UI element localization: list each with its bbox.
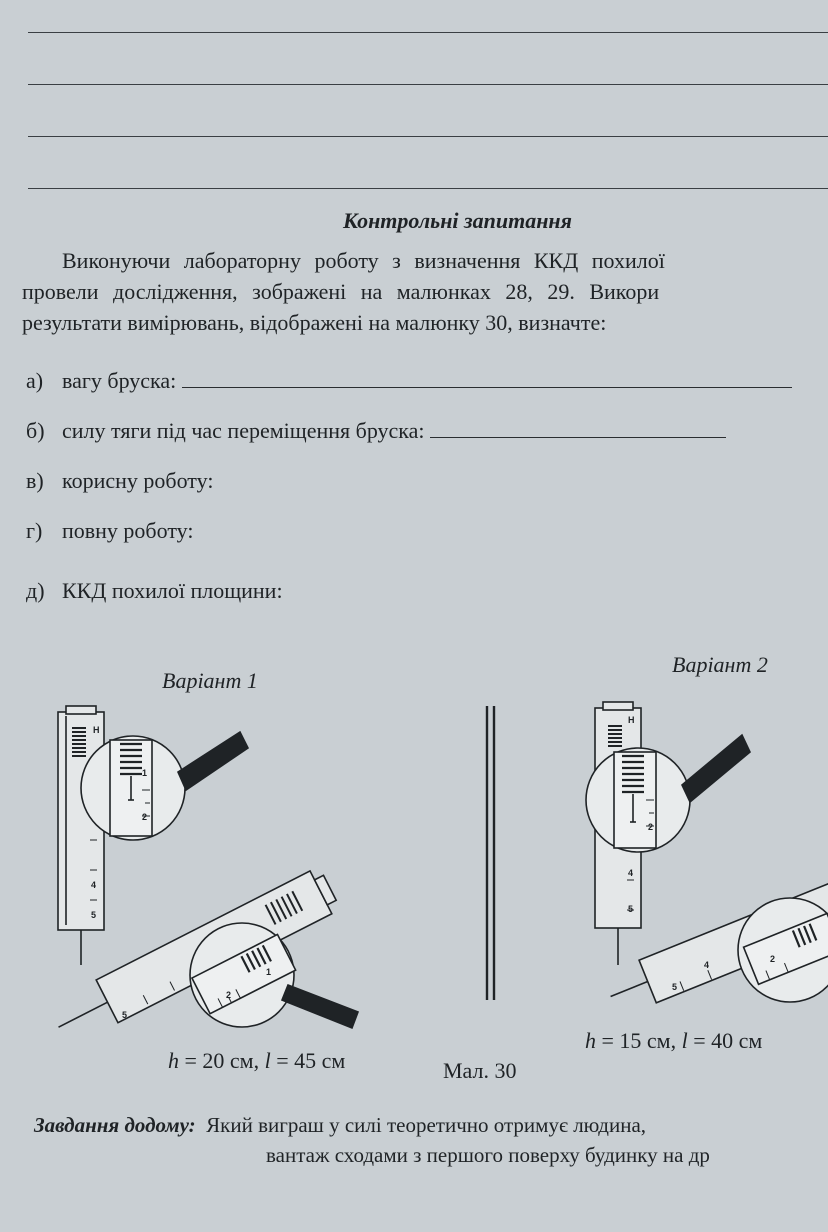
question-c-text: корисну роботу: — [62, 468, 214, 493]
v1-scale-label-4: 4 — [91, 880, 96, 890]
homework-label: Завдання додому: — [34, 1113, 196, 1137]
v2-l-value: = 40 см — [687, 1028, 763, 1053]
question-a: а) вагу бруска: — [26, 368, 792, 394]
v1-scale-label-5: 5 — [91, 910, 96, 920]
question-a-text: вагу бруска: — [62, 368, 177, 393]
question-d: г) повну роботу: — [26, 518, 193, 544]
v1-incl-label-5: 5 — [122, 1010, 127, 1020]
question-e-label: д) — [26, 578, 45, 603]
v1-mag-incl-label-2: 2 — [226, 990, 231, 1000]
question-c-label: в) — [26, 468, 44, 493]
question-b-text: силу тяги під час переміщення бруска: — [62, 418, 425, 443]
v1-h-value: = 20 см, — [179, 1048, 265, 1073]
intro-paragraph: Виконуючи лабораторну роботу з визначенн… — [22, 245, 828, 338]
section-title: Контрольні запитання — [343, 208, 572, 233]
question-d-label: г) — [26, 518, 43, 543]
homework-line-1: Завдання додому: Який виграш у силі теор… — [34, 1110, 710, 1140]
question-c: в) корисну роботу: — [26, 468, 213, 494]
v2-magnifier-inclined — [737, 897, 828, 1003]
variant-1-title: Варіант 1 — [162, 668, 258, 693]
v2-mag-label-2: 2 — [648, 822, 653, 832]
answer-line-1 — [28, 32, 828, 33]
variant-1-params: h = 20 см, l = 45 см — [168, 1048, 345, 1074]
question-e: д) ККД похилої площини: — [26, 578, 283, 604]
question-b-label: б) — [26, 418, 45, 443]
v1-mag-label-1: 1 — [142, 768, 147, 778]
v1-magnifier-inclined — [189, 922, 360, 1030]
v1-l-value: = 45 см — [270, 1048, 346, 1073]
answer-line-4 — [28, 188, 828, 189]
v1-vertical-dynamometer — [57, 705, 105, 965]
figure-caption: Мал. 30 — [443, 1058, 517, 1083]
intro-line-2: провели дослідження, зображені на малюнк… — [22, 279, 660, 304]
question-b: б) силу тяги під час переміщення бруска: — [26, 418, 727, 444]
intro-line-3: результати вимірювань, відображені на ма… — [22, 310, 607, 335]
v1-h-symbol: h — [168, 1048, 179, 1073]
variant-2-params: h = 15 см, l = 40 см — [585, 1028, 762, 1054]
homework-text-2: вантаж сходами з першого поверху будинку… — [266, 1143, 710, 1167]
homework-text-1: Який виграш у силі теоретично отримує лю… — [206, 1113, 647, 1137]
variant-2-title: Варіант 2 — [672, 652, 768, 677]
v1-magnifier-vertical — [80, 730, 250, 841]
question-e-text: ККД похилої площини: — [62, 578, 283, 603]
figure-30-illustration: H 4 5 1 2 1 2 5 H 4 5 2 4 5 2 — [57, 701, 828, 1030]
homework-line-2: вантаж сходами з першого поверху будинку… — [34, 1140, 710, 1170]
v2-scale-label-4: 4 — [628, 868, 633, 878]
question-a-label: а) — [26, 368, 44, 393]
v2-incl-label-5: 5 — [672, 982, 677, 992]
question-b-answer-blank[interactable] — [430, 437, 727, 438]
v2-h-symbol: h — [585, 1028, 596, 1053]
v1-scale-label-H: H — [93, 725, 100, 735]
v2-scale-label-H: H — [628, 715, 635, 725]
v2-mag-incl-label-2: 2 — [770, 954, 775, 964]
v2-scale-label-5: 5 — [628, 904, 633, 914]
intro-line-1: Виконуючи лабораторну роботу з визначенн… — [62, 248, 665, 273]
v1-mag-incl-label-1: 1 — [266, 967, 271, 977]
v2-h-value: = 15 см, — [596, 1028, 682, 1053]
v2-magnifier-vertical — [585, 733, 751, 853]
v1-l-symbol: l — [264, 1048, 271, 1073]
v2-l-symbol: l — [681, 1028, 688, 1053]
v2-incl-label-4: 4 — [704, 960, 709, 970]
v1-mag-label-2: 2 — [142, 812, 147, 822]
answer-line-3 — [28, 136, 828, 137]
question-a-answer-blank[interactable] — [181, 387, 792, 388]
homework-block: Завдання додому: Який виграш у силі теор… — [34, 1110, 710, 1170]
question-d-text: повну роботу: — [62, 518, 194, 543]
answer-line-2 — [28, 84, 828, 85]
